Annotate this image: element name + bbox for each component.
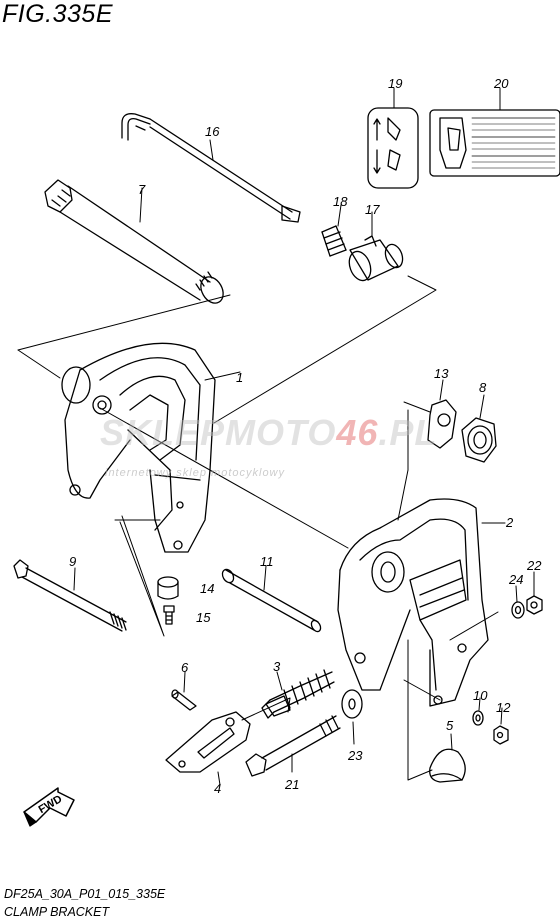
part-19-label [367,107,419,189]
part-8-nut [461,417,497,463]
part-11-pin [221,568,322,633]
callout-3: 3 [273,659,281,674]
part-18-spring [321,225,347,257]
callout-4: 4 [214,781,221,796]
callout-17: 17 [365,202,380,217]
part-13-plate [427,399,457,449]
part-6-pin [171,689,197,711]
callout-21: 21 [284,777,299,792]
callout-14: 14 [200,581,214,596]
callout-8: 8 [479,380,487,395]
callout-12: 12 [496,700,511,715]
watermark-logo: SKLEPMOTO46.PL [100,412,438,453]
callout-1: 1 [236,370,243,385]
part-22-nut [526,595,543,615]
callout-10: 10 [473,688,488,703]
part-21-bolt [245,715,341,777]
part-4-lever [165,711,251,773]
part-15-bolt [163,605,175,625]
part-20-warning-label [429,109,560,177]
part-7-tube [44,179,224,304]
part-12-nut [493,725,509,745]
figure-name: CLAMP BRACKET [4,905,110,919]
callout-20: 20 [493,76,509,91]
figure-code: DF25A_30A_P01_015_335E [4,887,166,901]
callout-22: 22 [526,558,542,573]
part-16-rod [121,113,301,223]
fwd-arrow-badge: FWD [23,787,75,827]
callout-18: 18 [333,194,348,209]
callout-5: 5 [446,718,454,733]
part-24-washer [511,601,525,619]
part-14-collar [157,576,179,600]
part-9-bolt [13,559,127,632]
part-1-clamp-bracket [61,342,216,553]
part-17-stopper [348,235,404,282]
part-2-clamp-bracket [337,498,489,707]
callout-19: 19 [388,76,402,91]
part-10-washer [472,710,484,726]
figure-title: FIG.335E [2,0,113,28]
part-3-plunger [261,669,335,719]
callout-16: 16 [205,124,220,139]
part-23-washer [341,689,363,719]
callout-15: 15 [196,610,211,625]
callout-2: 2 [505,515,514,530]
callout-9: 9 [69,554,76,569]
callout-labels: 1 2 3 4 5 6 7 8 9 10 11 12 13 14 15 16 1… [69,76,542,796]
callout-23: 23 [347,748,363,763]
part-5-pad [429,748,466,783]
watermark-subtitle: internetowy sklep motocyklowy [105,467,286,479]
callout-6: 6 [181,660,189,675]
callout-11: 11 [260,554,274,569]
callout-7: 7 [138,182,146,197]
callout-13: 13 [434,366,449,381]
callout-24: 24 [508,572,523,587]
